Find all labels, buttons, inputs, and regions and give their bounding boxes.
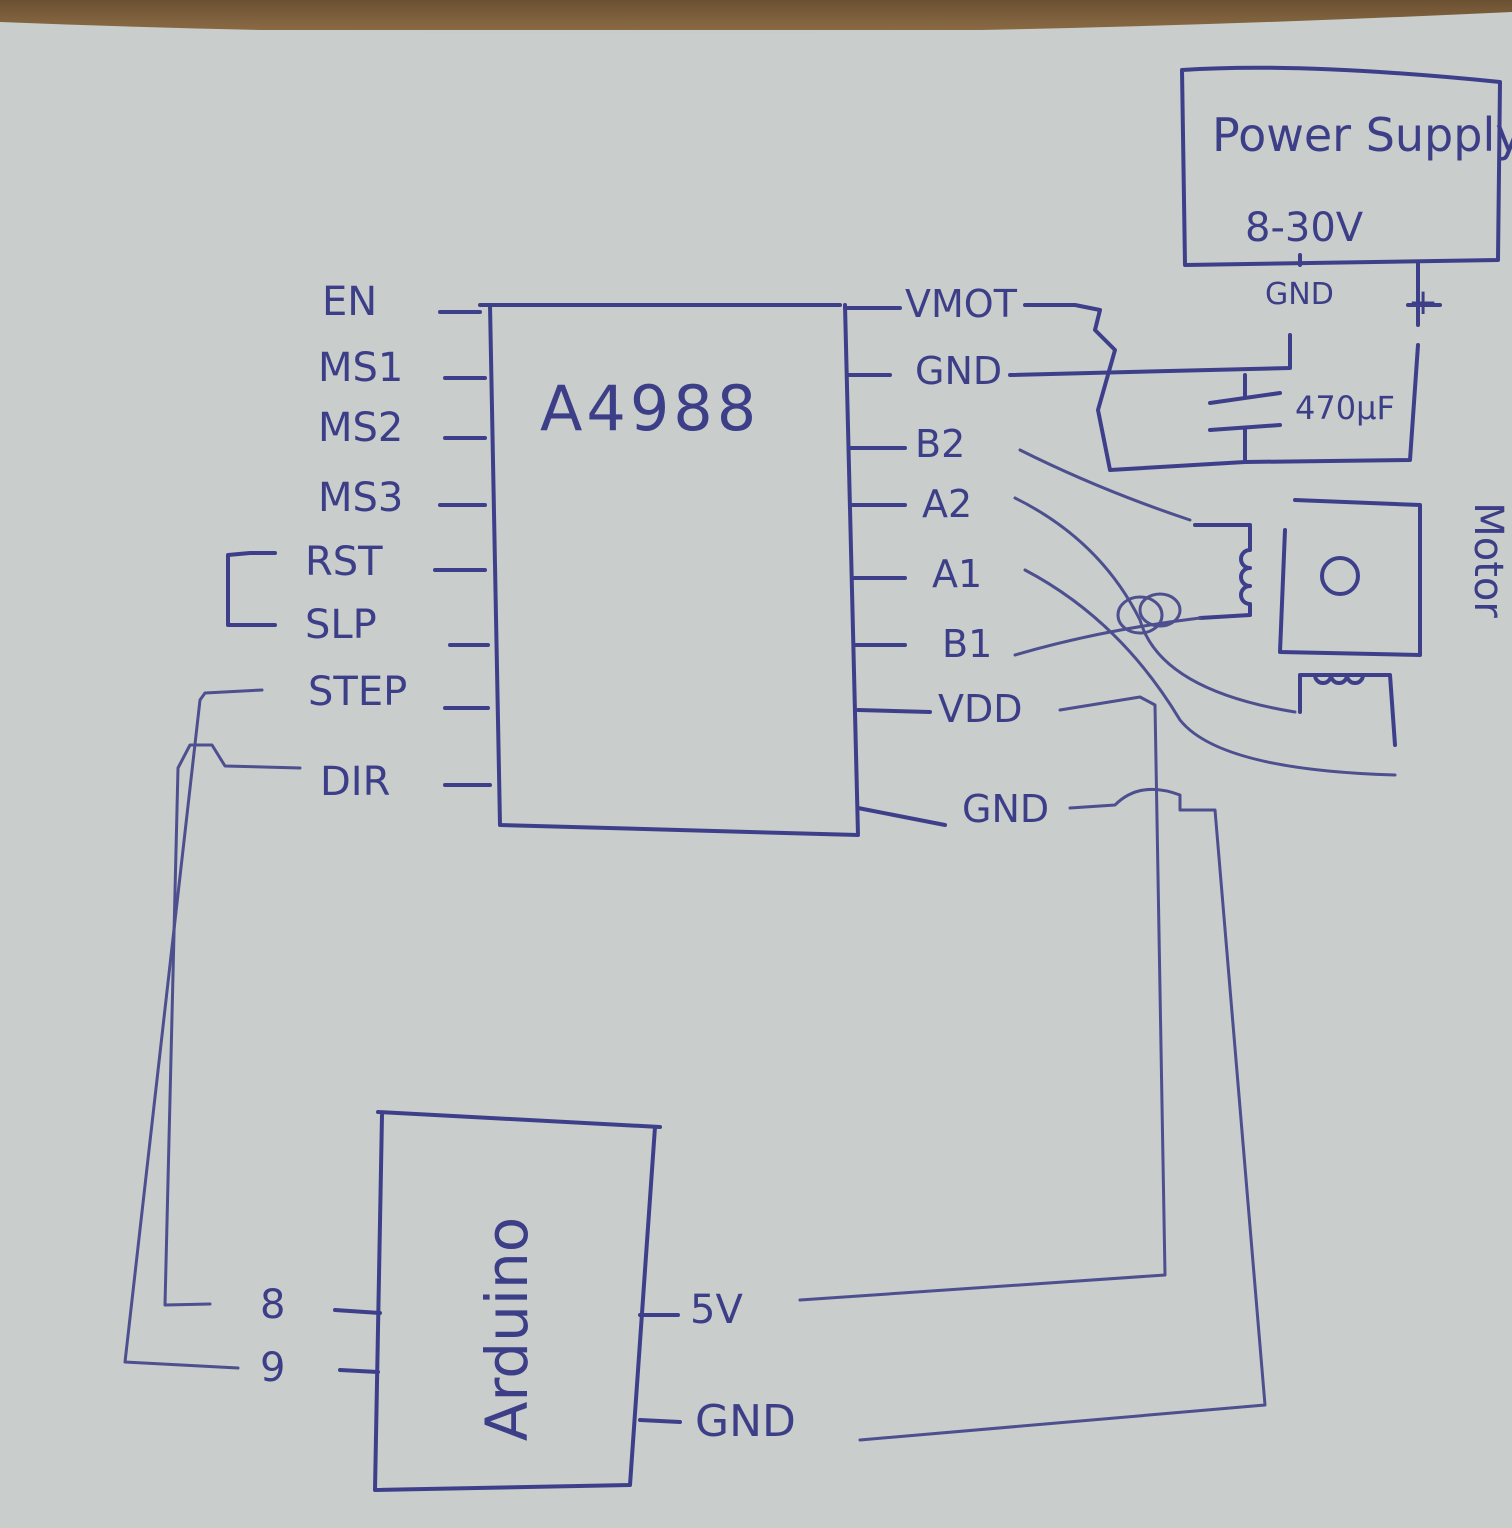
pin-b1: B1	[942, 622, 993, 666]
pin-ms3: MS3	[318, 475, 404, 521]
capacitor-value: 470µF	[1295, 389, 1395, 427]
wire-b2	[1018, 448, 1192, 522]
psu-gnd-label: GND	[1265, 277, 1334, 312]
wire-dir-pin8	[163, 743, 302, 1307]
wire-gnd-psu	[1008, 333, 1292, 377]
pin-en: EN	[322, 279, 378, 325]
a4988-left-stubs	[433, 310, 492, 787]
capacitor-470uf	[1208, 373, 1282, 464]
wire-a1	[1023, 568, 1397, 777]
wire-vdd-5v	[798, 695, 1167, 1302]
pin-slp: SLP	[305, 602, 377, 648]
pin-ms2: MS2	[318, 405, 404, 451]
a4988-box	[478, 303, 860, 837]
arduino-pin-8: 8	[260, 1282, 286, 1328]
motor-label: Motor	[1464, 502, 1511, 618]
arduino-name: Arduino	[473, 1216, 542, 1442]
psu-plus-label: +	[1408, 282, 1439, 323]
pin-dir: DIR	[320, 759, 391, 805]
motor-shaft	[1320, 556, 1360, 596]
pin-rst: RST	[305, 539, 383, 585]
wire-vmot-plus	[1023, 303, 1420, 472]
pin-vdd: VDD	[938, 687, 1023, 731]
psu-terminal-stubs	[1298, 253, 1442, 327]
pin-step: STEP	[308, 669, 408, 715]
pin-a1: A1	[932, 552, 983, 596]
wire-a2	[1013, 496, 1297, 714]
pin-gnd-motor: GND	[915, 349, 1003, 393]
wire-step-pin9	[123, 688, 264, 1370]
pin-ms1: MS1	[318, 345, 404, 391]
psu-title: Power Supply	[1212, 108, 1512, 162]
psu-voltage: 8-30V	[1245, 205, 1364, 251]
power-supply-box	[1180, 65, 1502, 267]
motor-coil-a	[1298, 673, 1397, 747]
motor-body	[1278, 498, 1422, 657]
motor-coil-b	[1193, 523, 1252, 620]
arduino-pin-gnd: GND	[695, 1396, 796, 1447]
arduino-pin-5v: 5V	[690, 1287, 743, 1333]
pin-vmot: VMOT	[905, 282, 1017, 326]
pin-a2: A2	[922, 482, 973, 526]
rst-slp-bridge	[226, 551, 277, 627]
paper-sheet	[0, 12, 1512, 1528]
pin-b2: B2	[915, 422, 966, 466]
pin-gnd-logic: GND	[962, 787, 1050, 831]
arduino-pin-stubs	[333, 1308, 682, 1424]
arduino-pin-9: 9	[260, 1345, 286, 1391]
driver-name: A4988	[540, 372, 761, 445]
wire-gnd-arduino	[858, 787, 1267, 1442]
a4988-right-stubs	[843, 306, 947, 827]
arduino-box	[373, 1110, 662, 1492]
